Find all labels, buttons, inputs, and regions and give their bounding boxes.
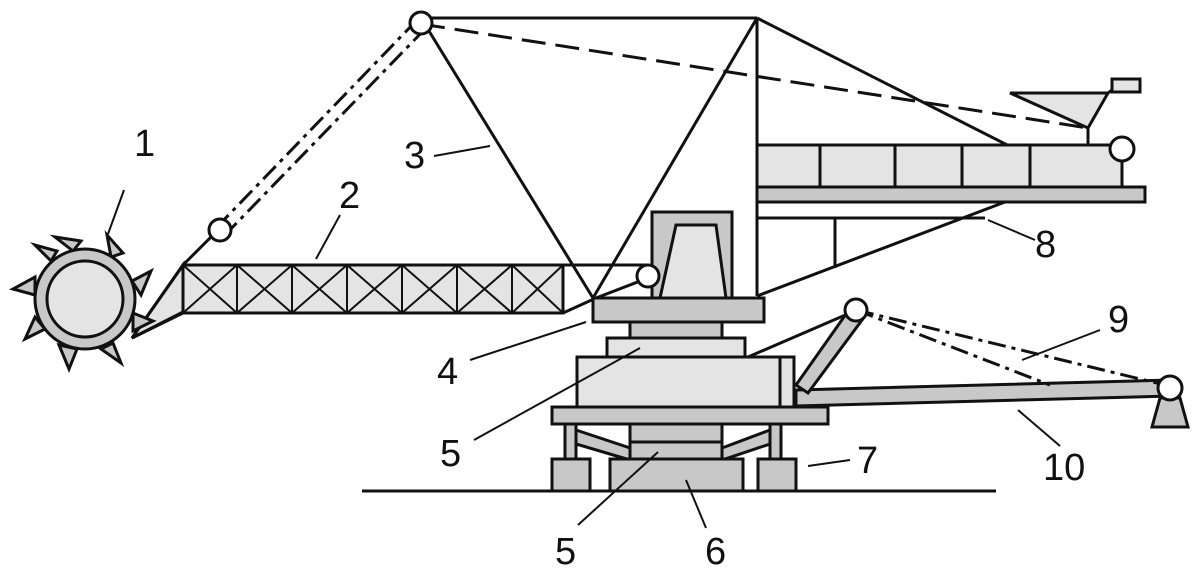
label-9: 9 <box>1108 299 1129 341</box>
label-10: 10 <box>1043 447 1085 489</box>
label-8: 8 <box>1035 224 1056 266</box>
label-1: 1 <box>134 123 155 165</box>
label-6: 6 <box>705 531 726 573</box>
undercarriage <box>550 422 798 493</box>
discharge-tip-joint <box>1156 374 1184 402</box>
discharge-cables <box>855 308 1166 387</box>
boom-cables <box>214 18 428 238</box>
discharge-mast-joint <box>843 297 869 323</box>
superstructure <box>591 210 766 340</box>
mast-top-joint <box>408 10 434 36</box>
boom-pivot-joint <box>635 263 661 289</box>
counter-boom-joint <box>1108 135 1136 163</box>
bucket-wheel <box>9 230 157 373</box>
pivot-joints <box>207 10 1184 402</box>
hopper <box>1009 77 1142 130</box>
discharge-boom <box>747 304 1190 429</box>
mast-frame <box>419 16 1091 299</box>
label-7: 7 <box>857 440 878 482</box>
label-5a: 5 <box>440 433 461 475</box>
label-3: 3 <box>404 135 425 177</box>
wheel-boom <box>130 228 649 340</box>
label-2: 2 <box>339 175 360 217</box>
counter-boom <box>755 143 1147 298</box>
leader-lines <box>107 145 1101 529</box>
label-4: 4 <box>437 351 458 393</box>
boom-cable-joint <box>207 217 233 243</box>
label-5b: 5 <box>555 531 576 573</box>
